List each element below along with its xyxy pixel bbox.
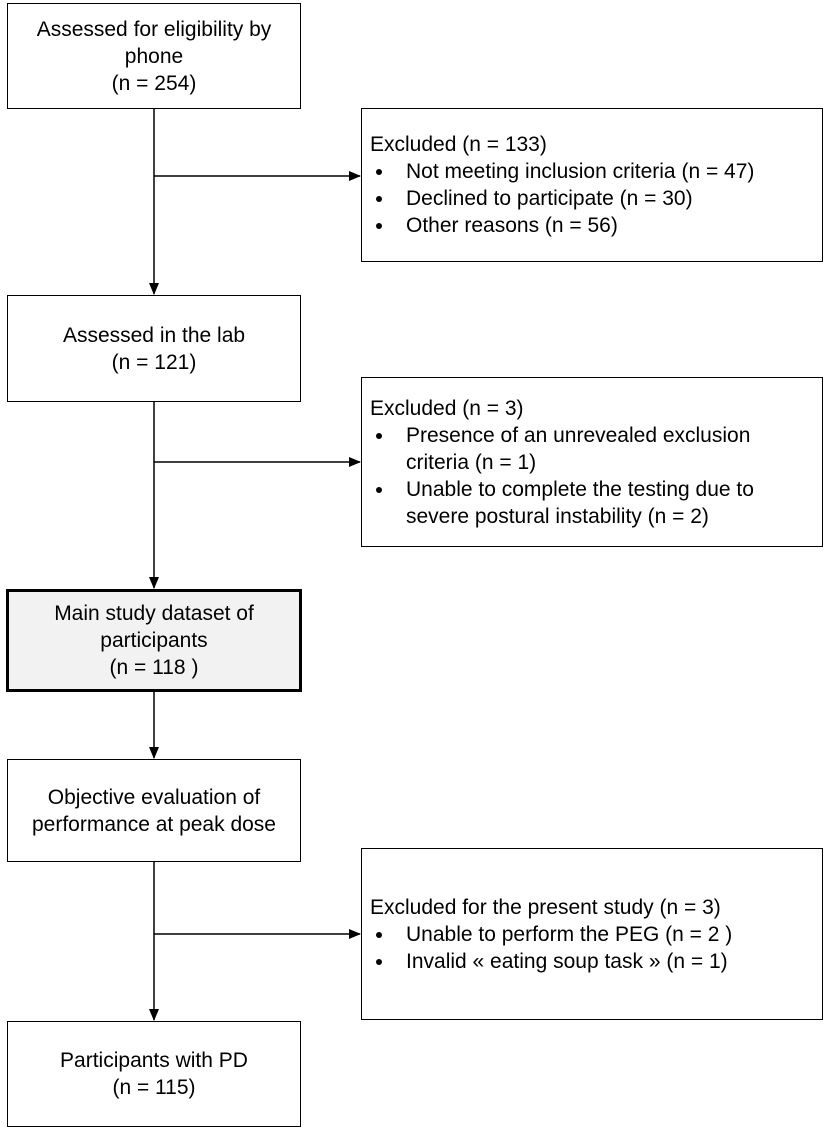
box-excluded-2: Excluded (n = 3) Presence of an unreveal…	[361, 377, 823, 547]
exclusion-list: Not meeting inclusion criteria (n = 47) …	[370, 158, 816, 239]
box-main-dataset: Main study dataset of participants (n = …	[6, 589, 302, 692]
box-line: Assessed for eligibility by	[36, 17, 272, 41]
box-line: Assessed in the lab	[62, 323, 246, 347]
box-objective-evaluation: Objective evaluation of performance at p…	[7, 759, 301, 862]
box-participants-pd: Participants with PD (n = 115)	[7, 1021, 301, 1127]
box-line: phone	[124, 44, 184, 68]
exclusion-item: Not meeting inclusion criteria (n = 47)	[370, 158, 816, 185]
box-line: Participants with PD	[60, 1049, 248, 1072]
exclusion-title: Excluded (n = 3)	[370, 396, 524, 420]
box-line: (n = 254)	[111, 71, 197, 95]
box-line: (n = 121)	[111, 350, 197, 374]
box-assessed-phone: Assessed for eligibility by phone (n = 2…	[7, 3, 301, 109]
exclusion-list: Presence of an unrevealed exclusion crit…	[370, 422, 816, 530]
exclusion-item: Presence of an unrevealed exclusion crit…	[370, 422, 816, 476]
exclusion-item: Other reasons (n = 56)	[370, 212, 816, 239]
box-line: (n = 115)	[112, 1076, 196, 1099]
box-line: performance at peak dose	[32, 812, 276, 836]
box-line: Main study dataset of	[54, 602, 254, 625]
exclusion-item: Unable to perform the PEG (n = 2 )	[370, 921, 816, 948]
box-line: participants	[100, 629, 208, 652]
exclusion-item: Declined to participate (n = 30)	[370, 185, 816, 212]
box-line: Objective evaluation of	[47, 785, 261, 809]
exclusion-item: Invalid « eating soup task » (n = 1)	[370, 948, 816, 975]
box-excluded-3: Excluded for the present study (n = 3) U…	[361, 848, 823, 1020]
exclusion-title: Excluded for the present study (n = 3)	[370, 895, 721, 919]
box-assessed-lab: Assessed in the lab (n = 121)	[7, 295, 301, 402]
box-excluded-1: Excluded (n = 133) Not meeting inclusion…	[361, 108, 823, 262]
exclusion-list: Unable to perform the PEG (n = 2 ) Inval…	[370, 921, 816, 975]
exclusion-title: Excluded (n = 133)	[370, 133, 547, 156]
box-line: (n = 118 )	[109, 656, 199, 679]
exclusion-item: Unable to complete the testing due to se…	[370, 476, 816, 530]
